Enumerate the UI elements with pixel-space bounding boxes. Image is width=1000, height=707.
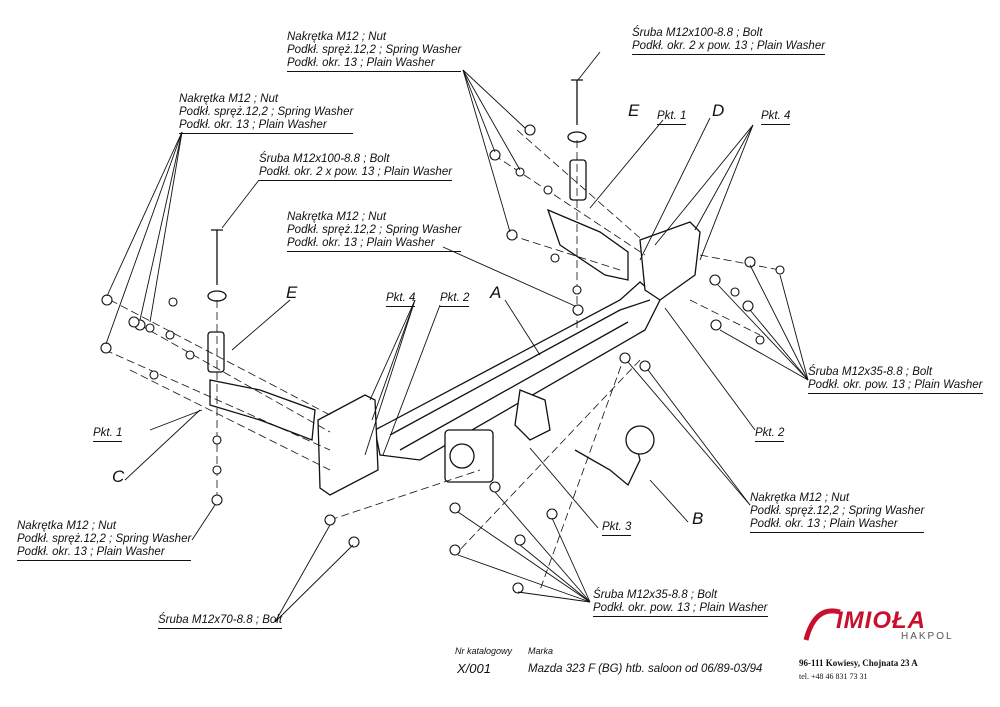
text-line: Podkł. spręż.12,2 ; Spring Washer bbox=[17, 533, 192, 545]
bracket-e-left bbox=[209, 379, 316, 441]
text-line: Podkł. okr. 13 ; Plain Washer bbox=[750, 518, 898, 530]
text-line: Nakrętka M12 ; Nut bbox=[750, 492, 850, 504]
text-line: Podkł. okr. 13 ; Plain Washer bbox=[287, 57, 435, 69]
text-line: Śruba M12x35-8.8 ; Bolt bbox=[808, 366, 933, 378]
catalog-number-label: Nr katalogowy bbox=[455, 646, 513, 656]
text-line: Śruba M12x100-8.8 ; Bolt bbox=[259, 153, 390, 165]
pkt-label-4-mid: Pkt. 4 bbox=[386, 292, 416, 307]
right-plate-d bbox=[639, 221, 701, 301]
label-nut-right: Nakrętka M12 ; Nut Podkł. spręż.12,2 ; S… bbox=[750, 492, 925, 533]
label-nut-top-center: Nakrętka M12 ; Nut Podkł. spręż.12,2 ; S… bbox=[287, 31, 462, 72]
text-line: Podkł. spręż.12,2 ; Spring Washer bbox=[287, 224, 462, 236]
left-plate bbox=[317, 394, 379, 496]
pkt-label-3: Pkt. 3 bbox=[602, 521, 632, 536]
part-label-b: B bbox=[692, 509, 704, 528]
text-line: Podkł. okr. 13 ; Plain Washer bbox=[17, 546, 165, 558]
text-line: Podkł. okr. 2 x pow. 13 ; Plain Washer bbox=[632, 40, 826, 52]
make-value: Mazda 323 F (BG) htb. saloon od 06/89-03… bbox=[528, 663, 763, 675]
bracket-e-right bbox=[546, 208, 629, 281]
text-line: Podkł. okr. pow. 13 ; Plain Washer bbox=[808, 379, 983, 391]
text-line: Podkł. spręż.12,2 ; Spring Washer bbox=[750, 505, 925, 517]
catalog-number-value: X/001 bbox=[457, 661, 491, 676]
pkt-label-1-left: Pkt. 1 bbox=[93, 427, 123, 442]
text-line: Podkł. okr. 13 ; Plain Washer bbox=[287, 237, 435, 249]
label-bolt-mid-left: Śruba M12x100-8.8 ; Bolt Podkł. okr. 2 x… bbox=[259, 153, 453, 181]
text-line: Nakrętka M12 ; Nut bbox=[287, 211, 387, 223]
text-line: Nakrętka M12 ; Nut bbox=[287, 31, 387, 43]
brand-logo-subtext: HAKPOL bbox=[901, 631, 954, 642]
pkt-label-2-right: Pkt. 2 bbox=[755, 427, 785, 442]
text-line: Podkł. okr. 2 x pow. 13 ; Plain Washer bbox=[259, 166, 453, 178]
label-bolt-top-right: Śruba M12x100-8.8 ; Bolt Podkł. okr. 2 x… bbox=[632, 27, 826, 55]
company-phone: tel. +48 46 831 73 31 bbox=[799, 672, 868, 681]
label-nut-top-left: Nakrętka M12 ; Nut Podkł. spręż.12,2 ; S… bbox=[179, 93, 354, 134]
label-nut-bottom-left: Nakrętka M12 ; Nut Podkł. spręż.12,2 ; S… bbox=[17, 520, 192, 561]
text-line: Podkł. spręż.12,2 ; Spring Washer bbox=[287, 44, 462, 56]
brand-logo-arc bbox=[803, 608, 841, 641]
text-line: Podkł. spręż.12,2 ; Spring Washer bbox=[179, 106, 354, 118]
label-bolt-bottom-left: Śruba M12x70-8.8 ; Bolt bbox=[158, 614, 283, 629]
pkt-label-2-mid: Pkt. 2 bbox=[440, 292, 470, 307]
text-line: Śruba M12x70-8.8 ; Bolt bbox=[158, 614, 283, 626]
text-line: Podkł. okr. 13 ; Plain Washer bbox=[179, 119, 327, 131]
label-bolt-bottom-center: Śruba M12x35-8.8 ; Bolt Podkł. okr. pow.… bbox=[593, 589, 768, 617]
part-label-e-right: E bbox=[628, 101, 640, 120]
company-address: 96-111 Kowiesy, Chojnata 23 A bbox=[799, 658, 918, 668]
text-line: Nakrętka M12 ; Nut bbox=[179, 93, 279, 105]
brand-logo-text: IMIOŁA bbox=[836, 607, 926, 634]
label-bolt-right: Śruba M12x35-8.8 ; Bolt Podkł. okr. pow.… bbox=[808, 366, 983, 394]
part-label-e-left: E bbox=[286, 283, 298, 302]
pkt-label-4-top: Pkt. 4 bbox=[761, 110, 791, 125]
socket-plate bbox=[444, 429, 494, 483]
text-line: Śruba M12x35-8.8 ; Bolt bbox=[593, 589, 718, 601]
label-nut-center: Nakrętka M12 ; Nut Podkł. spręż.12,2 ; S… bbox=[287, 211, 462, 252]
part-label-a: A bbox=[490, 283, 502, 302]
make-label: Marka bbox=[528, 646, 554, 656]
part-label-c: C bbox=[112, 467, 125, 486]
part-label-d: D bbox=[712, 101, 725, 120]
text-line: Śruba M12x100-8.8 ; Bolt bbox=[632, 27, 763, 39]
pkt-label-1-top: Pkt. 1 bbox=[657, 110, 687, 125]
text-line: Nakrętka M12 ; Nut bbox=[17, 520, 117, 532]
text-line: Podkł. okr. pow. 13 ; Plain Washer bbox=[593, 602, 768, 614]
crossbar-a bbox=[374, 281, 661, 461]
